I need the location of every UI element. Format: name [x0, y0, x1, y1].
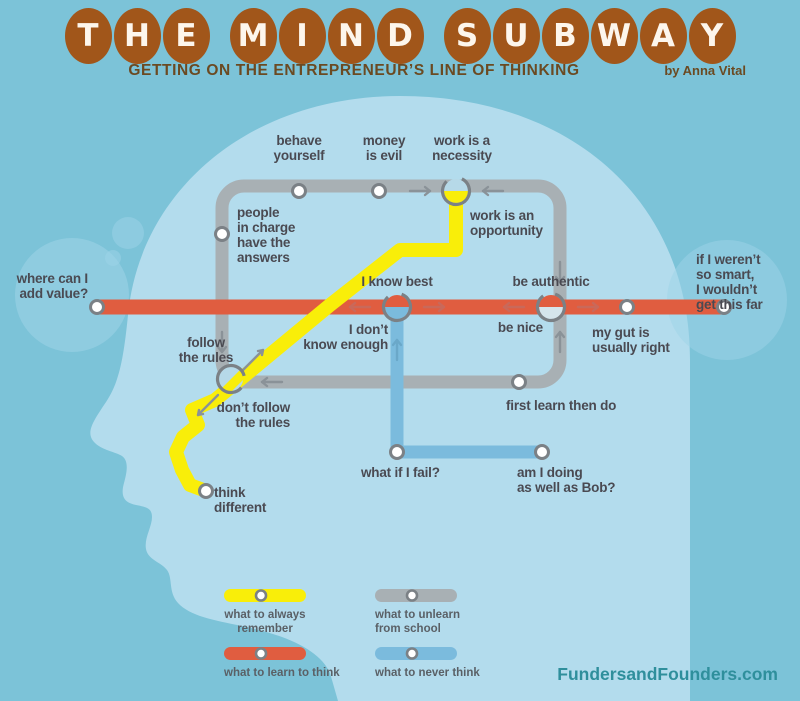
title-badge-w-12: W	[590, 8, 638, 64]
station-i-know-best	[381, 291, 413, 323]
arrow-red-left-2	[502, 301, 526, 313]
legend-swatch-blue	[375, 647, 457, 660]
station-label-people-in-charge: people in charge have the answers	[237, 205, 296, 266]
subtitle-text: GETTING ON THE ENTREPRENEUR’S LINE OF TH…	[128, 62, 580, 79]
title-badge-t-0: T	[64, 8, 112, 64]
arrow-red-left	[348, 301, 372, 313]
title-letter: A	[651, 18, 675, 54]
title-letter: Y	[700, 18, 724, 54]
title-letter: S	[455, 18, 479, 54]
station-be-authentic	[535, 291, 567, 323]
bubble-left-small	[112, 217, 144, 249]
title-badge-m-4: M	[229, 8, 277, 64]
arrow-yellow-down	[196, 393, 220, 417]
station-label-dont-follow-the-rules: don’t follow the rules	[216, 400, 291, 431]
station-label-first-learn-then-do: first learn then do	[506, 398, 617, 413]
arrow-gray-up-right	[554, 330, 566, 354]
arrow-top-left	[481, 185, 505, 197]
station-label-i-dont-know-enough: I don’t know enough	[303, 322, 388, 353]
station-money-is-evil	[371, 183, 387, 199]
title-badge-a-13: A	[639, 8, 687, 64]
arrow-blue-up	[391, 338, 403, 362]
station-what-if-i-fail	[389, 444, 405, 460]
station-label-work-is-an-opportunity: work is an opportunity	[470, 208, 543, 239]
station-where-can-i-add-value	[89, 299, 105, 315]
station-behave-yourself	[291, 183, 307, 199]
station-label-be-nice: be nice	[497, 320, 543, 335]
title-badge-h-1: H	[113, 8, 161, 64]
title-badge-b-11: B	[541, 8, 589, 64]
yellow-line	[169, 184, 463, 498]
title-letter: I	[296, 18, 308, 54]
title-letter: T	[77, 18, 99, 54]
title-badge-u-10: U	[492, 8, 540, 64]
station-label-work-is-a-necessity: work is a necessity	[432, 133, 492, 164]
arrow-gray-down-left	[216, 330, 228, 354]
legend-label-legend-blue: what to never think	[375, 667, 480, 679]
title-letter: D	[387, 18, 413, 54]
station-label-think-different: think different	[214, 485, 267, 516]
station-if-i-werent-so-smart	[716, 299, 732, 315]
stations-layer	[89, 175, 732, 499]
title-badge-n-6: N	[327, 8, 375, 64]
station-label-money-is-evil: money is evil	[362, 133, 406, 164]
station-first-learn-then-do	[511, 374, 527, 390]
station-am-i-doing-as-well-as-bob	[534, 444, 550, 460]
station-my-gut-is-usually-right	[619, 299, 635, 315]
title-badge-d-7: D	[376, 8, 424, 64]
byline: by Anna Vital	[664, 63, 746, 78]
station-follow-the-rules	[215, 363, 247, 395]
bubble-left	[15, 238, 129, 352]
station-label-be-authentic: be authentic	[512, 274, 590, 289]
station-label-if-i-werent-so-smart: if I weren’t so smart, I wouldn’t get th…	[696, 252, 763, 313]
bubble-left-tiny	[105, 250, 121, 266]
station-people-in-charge	[214, 226, 230, 242]
legend-swatch-gray	[375, 589, 457, 602]
station-label-what-if-i-fail: what if I fail?	[361, 465, 440, 480]
legend-swatch-red	[224, 647, 306, 660]
title-badge-i-5: I	[278, 8, 326, 64]
station-label-where-can-i-add-value: where can I add value?	[16, 271, 89, 302]
title-letter: U	[503, 18, 529, 54]
station-label-i-know-best: I know best	[361, 274, 433, 289]
title-badge-e-2: E	[162, 8, 210, 64]
arrow-gray-down-right	[554, 260, 566, 284]
arrow-yellow-up	[241, 348, 265, 372]
arrow-red-right-2	[576, 301, 600, 313]
footer-link[interactable]: FundersandFounders.com	[557, 664, 778, 684]
subtitle: GETTING ON THE ENTREPRENEUR’S LINE OF TH…	[0, 62, 800, 80]
title-badge-y-14: Y	[688, 8, 736, 64]
direction-arrows	[196, 185, 600, 417]
arrow-red-right	[422, 301, 446, 313]
station-label-my-gut-is-usually-right: my gut is usually right	[592, 325, 670, 356]
legend-label-legend-yellow: what to always remember	[224, 609, 306, 635]
station-think-different	[198, 483, 214, 499]
station-work-is-a-necessity	[440, 175, 472, 207]
station-label-follow-the-rules: follow the rules	[178, 335, 234, 366]
station-label-behave-yourself: behave yourself	[273, 133, 325, 164]
arrow-top-right	[408, 185, 432, 197]
legend-swatch-yellow	[224, 589, 306, 602]
title-letter: E	[175, 18, 197, 54]
legend-label-legend-red: what to learn to think	[224, 667, 340, 679]
title-letter: B	[553, 18, 577, 54]
title-letter: M	[237, 18, 269, 54]
arrow-gray-bottom-left	[260, 376, 284, 388]
title-badge-s-9: S	[443, 8, 491, 64]
station-label-am-i-doing-as-well-as-bob: am I doing as well as Bob?	[517, 465, 616, 496]
title-letter: H	[124, 18, 150, 54]
head-shape	[90, 96, 690, 701]
title-letter: N	[338, 18, 364, 54]
legend-label-legend-gray: what to unlearn from school	[375, 609, 460, 635]
title-letter: W	[596, 18, 632, 54]
